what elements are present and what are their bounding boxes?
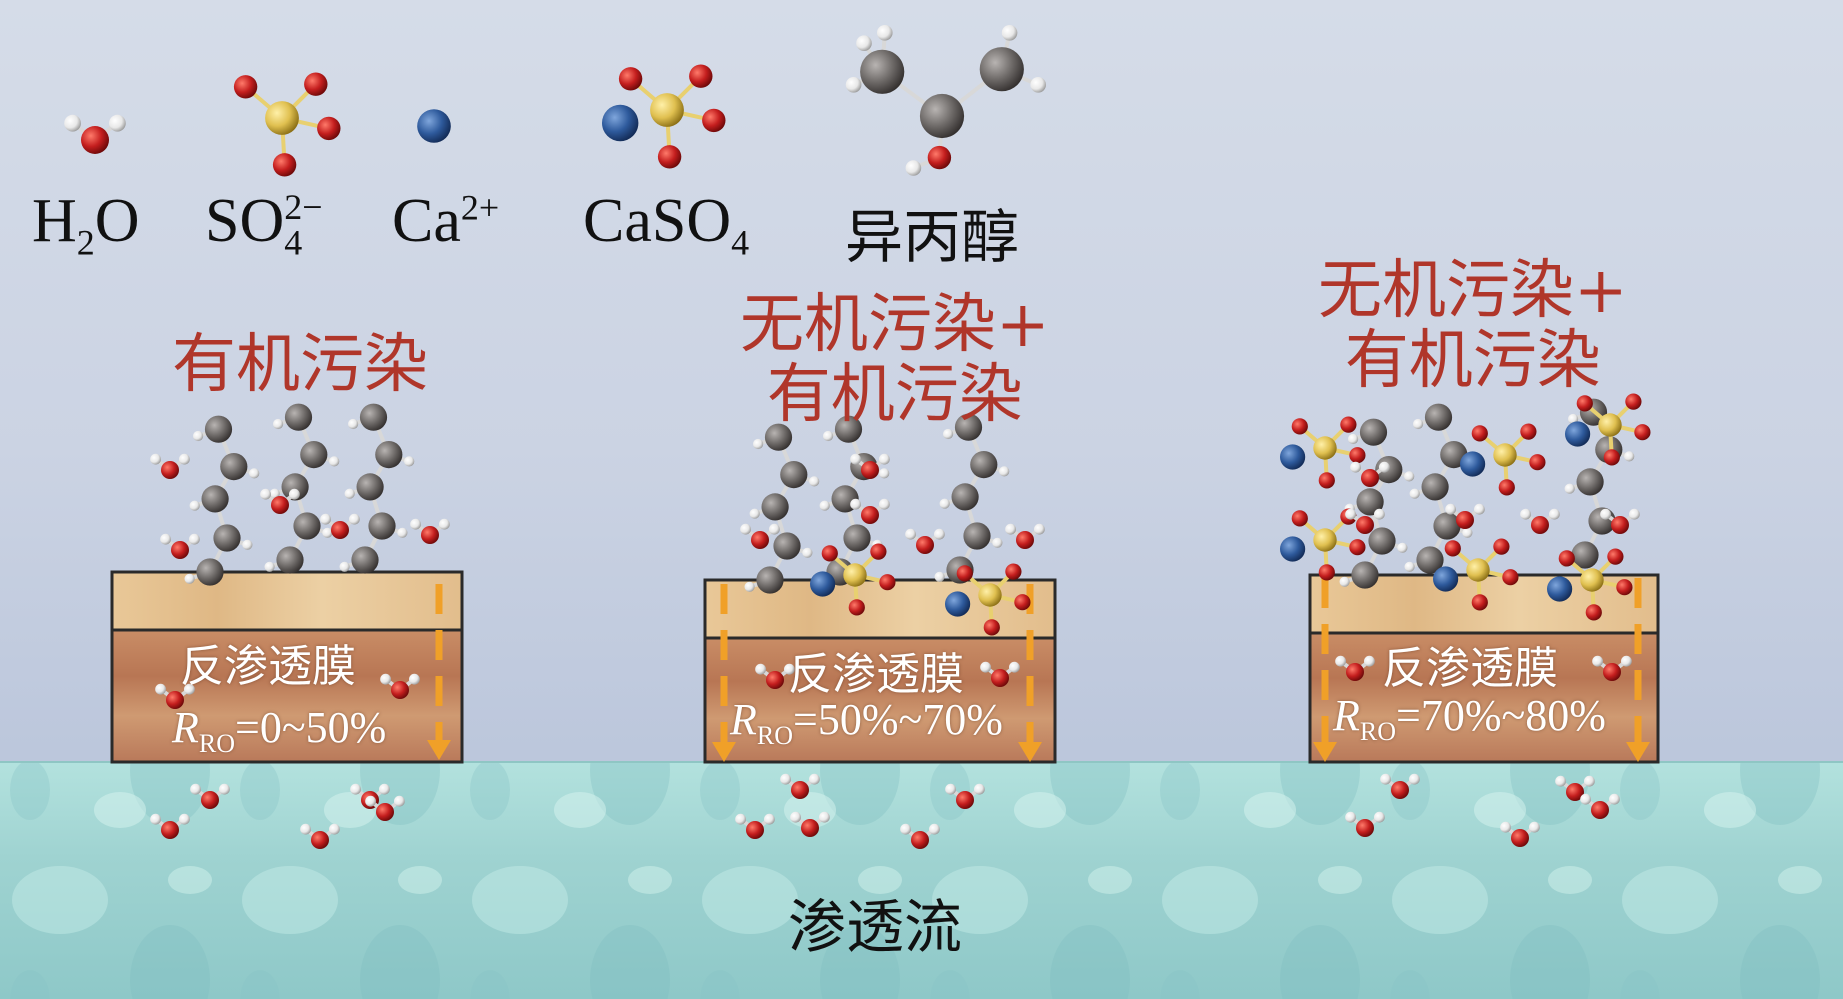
water-molecule xyxy=(1380,773,1420,799)
legend-sulfate-label: SO42− xyxy=(205,187,323,263)
water-molecule xyxy=(980,661,1020,687)
caso4-molecule xyxy=(1565,393,1651,466)
panel-2-membrane-label: 反渗透膜 xyxy=(788,649,964,700)
water-molecule xyxy=(1592,655,1632,681)
legend-calcium-label: Ca2+ xyxy=(392,187,500,255)
panel-3-membrane-label: 反渗透膜 xyxy=(1382,643,1558,694)
water-molecule xyxy=(1580,793,1620,819)
water-molecule xyxy=(380,673,420,699)
organic-chain xyxy=(184,415,260,586)
legend-caso4-label: CaSO4 xyxy=(583,187,750,263)
membrane-2 xyxy=(703,578,1057,764)
water-molecule xyxy=(410,518,450,544)
water-molecule xyxy=(365,795,405,821)
sulfate-ion xyxy=(233,72,341,177)
water-molecule xyxy=(1520,508,1560,534)
flow-arrows xyxy=(435,578,1642,742)
water-molecule xyxy=(790,811,830,837)
panel-1-fouling-title: 有机污染 xyxy=(172,328,428,402)
permeate-label: 渗透流 xyxy=(788,893,963,961)
caso4-molecule xyxy=(1280,416,1366,489)
panel-3-fouling-title: 无机污染+ 有机污染 xyxy=(1318,254,1628,398)
caso4-molecule xyxy=(1433,538,1519,611)
water-molecule xyxy=(945,783,985,809)
water-molecule xyxy=(190,783,230,809)
organic-chain xyxy=(1339,418,1415,589)
caso4-molecule xyxy=(1547,548,1633,621)
water-molecule xyxy=(1345,508,1385,534)
organic-chain xyxy=(339,403,415,574)
water-molecule xyxy=(1600,508,1640,534)
isopropanol-molecule xyxy=(845,25,1046,176)
water-molecule xyxy=(320,513,360,539)
organic-chain xyxy=(744,423,820,594)
permeate-water xyxy=(0,761,1843,999)
water-molecule xyxy=(64,114,126,154)
water-molecule xyxy=(150,453,190,479)
water-molecule xyxy=(780,773,820,799)
water-molecule xyxy=(735,813,775,839)
water-molecule xyxy=(1350,461,1390,487)
water-molecule xyxy=(1005,523,1045,549)
water-molecule xyxy=(755,663,795,689)
water-molecule xyxy=(155,683,195,709)
organic-chain xyxy=(934,413,1010,584)
caso4-molecule xyxy=(945,563,1031,636)
water-molecule xyxy=(740,523,780,549)
caso4-molecule xyxy=(810,543,896,616)
panel-2-recovery-ratio: RRO=50%~70% xyxy=(730,695,1003,750)
organic-chain xyxy=(264,403,340,574)
panel-1-recovery-ratio: RRO=0~50% xyxy=(172,703,387,758)
panel-2-fouling-title: 无机污染+ 有机污染 xyxy=(740,288,1050,432)
water-molecule xyxy=(1345,811,1385,837)
organic-chain xyxy=(1404,403,1480,574)
legend-isopropanol-label: 异丙醇 xyxy=(845,203,1020,271)
water-molecule xyxy=(1445,503,1485,529)
water-molecule xyxy=(900,823,940,849)
water-molecule xyxy=(160,533,200,559)
legend-h2o-label: H2O xyxy=(32,187,140,263)
caso4-molecule xyxy=(1280,508,1366,581)
flow-arrowheads xyxy=(427,740,1650,762)
water-molecule xyxy=(300,823,340,849)
water-molecule xyxy=(1555,775,1595,801)
water-molecule xyxy=(1500,821,1540,847)
calcium-ion xyxy=(417,109,451,143)
water-molecule xyxy=(905,528,945,554)
caso4-molecule xyxy=(602,64,726,169)
panel-3-recovery-ratio: RRO=70%~80% xyxy=(1333,691,1606,746)
water-molecule xyxy=(850,453,890,479)
water-molecule xyxy=(850,498,890,524)
water-molecule xyxy=(150,813,190,839)
water-molecule xyxy=(1335,655,1375,681)
water-molecule xyxy=(260,488,300,514)
molecules-layer xyxy=(64,25,1651,849)
panel-1-membrane-label: 反渗透膜 xyxy=(180,641,356,692)
caso4-molecule xyxy=(1460,423,1546,496)
